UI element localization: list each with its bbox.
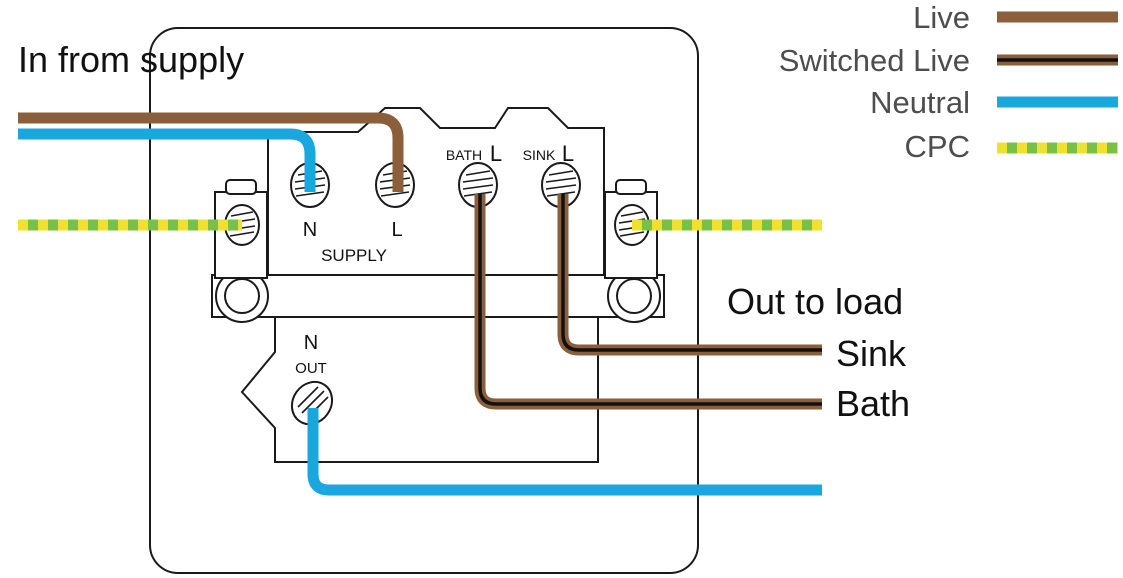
terminal-label-out: OUT bbox=[295, 360, 327, 377]
legend: Live Switched Live Neutral CPC bbox=[779, 0, 1118, 164]
terminal-label-supply: SUPPLY bbox=[321, 246, 387, 265]
label-sink: Sink bbox=[836, 333, 907, 374]
live-supply-wire bbox=[18, 112, 404, 192]
label-out-to-load: Out to load bbox=[727, 281, 903, 322]
mounting-bar bbox=[211, 274, 665, 318]
neutral-supply-wire bbox=[18, 128, 316, 192]
neutral-out-screw bbox=[290, 380, 334, 426]
terminal-label-out-n: N bbox=[304, 332, 318, 354]
lower-terminal-block bbox=[240, 316, 599, 463]
legend-label-switched-live: Switched Live bbox=[779, 43, 970, 78]
terminal-label-sink-l: L bbox=[562, 141, 574, 166]
legend-label-cpc: CPC bbox=[905, 129, 970, 164]
sink-switched-live-wire bbox=[557, 194, 822, 356]
terminal-label-supply-n: N bbox=[303, 219, 317, 241]
bath-switched-live-wire bbox=[474, 194, 822, 410]
terminal-label-bath-l: L bbox=[490, 141, 502, 166]
right-earth-tab bbox=[615, 179, 647, 195]
bath-l-screw bbox=[458, 162, 498, 208]
label-in-from-supply: In from supply bbox=[18, 39, 244, 80]
terminal-label-sink: SINK bbox=[523, 147, 556, 163]
terminal-label-bath: BATH bbox=[446, 147, 482, 163]
neutral-out-wire bbox=[307, 408, 822, 496]
label-bath: Bath bbox=[836, 383, 910, 424]
switch-backplate bbox=[149, 27, 699, 574]
legend-label-live: Live bbox=[913, 0, 970, 35]
legend-label-neutral: Neutral bbox=[870, 85, 970, 120]
terminal-label-supply-l: L bbox=[391, 219, 402, 241]
left-earth-tab bbox=[225, 179, 257, 195]
wires bbox=[18, 112, 822, 496]
